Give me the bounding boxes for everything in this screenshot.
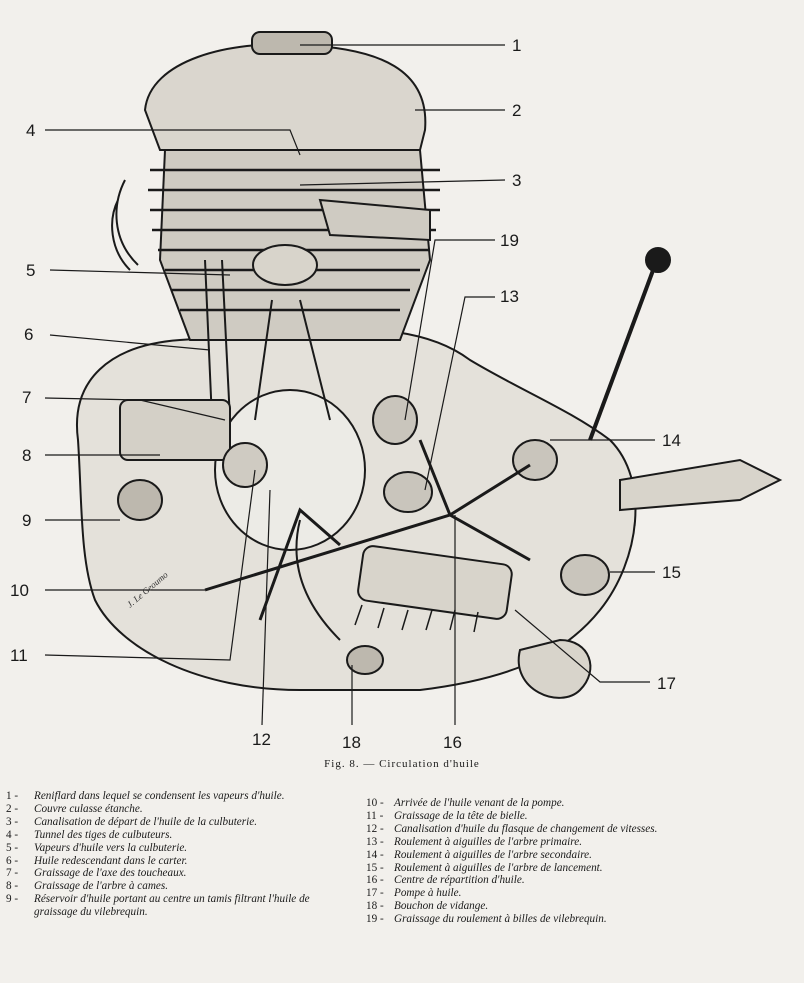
callout-13: 13 <box>500 287 519 306</box>
legend-item: 18 -Bouchon de vidange. <box>366 900 489 913</box>
cylinder-head-cover <box>143 43 427 151</box>
callout-4: 4 <box>26 121 35 140</box>
ball-bearing <box>372 395 418 445</box>
callout-16: 16 <box>443 733 462 750</box>
legend-item: 17 -Pompe à huile. <box>366 887 462 900</box>
gear-pedal <box>619 458 783 512</box>
mounting-lug <box>517 638 592 699</box>
legend-right: 10 -Arrivée de l'huile venant de la pomp… <box>366 797 696 926</box>
callout-10: 10 <box>10 581 29 600</box>
callout-15: 15 <box>662 563 681 582</box>
oil-pipe <box>204 439 531 621</box>
legend-item: 5 -Vapeurs d'huile vers la culbuterie. <box>6 841 188 854</box>
callout-2: 2 <box>512 101 521 120</box>
callout-17: 17 <box>657 674 676 693</box>
main-shaft <box>222 442 268 488</box>
legend-item: 4 -Tunnel des tiges de culbuteurs. <box>6 828 173 841</box>
callout-5: 5 <box>26 261 35 280</box>
flywheel <box>214 389 366 551</box>
legend-item: 14 -Roulement à aiguilles de l'arbre sec… <box>366 848 592 861</box>
legend-item: 15 -Roulement à aiguilles de l'arbre de … <box>366 861 603 874</box>
legend-item: 2 -Couvre culasse étanche. <box>6 802 143 815</box>
legend-item: 12 -Canalisation d'huile du flasque de c… <box>366 822 658 835</box>
needle-bearing-secondary <box>512 439 558 481</box>
legend-item: 3 -Canalisation de départ de l'huile de … <box>6 815 258 828</box>
callout-7: 7 <box>22 388 31 407</box>
figure-caption: Fig. 8. — Circulation d'huile <box>324 758 480 770</box>
callout-11: 11 <box>10 646 28 665</box>
callout-numbers: 1 2 3 4 5 6 7 8 9 10 11 12 13 14 15 16 1… <box>10 36 681 750</box>
callout-1: 1 <box>512 36 521 55</box>
legend-item: 10 -Arrivée de l'huile venant de la pomp… <box>366 797 565 809</box>
kickstart-knob <box>645 247 671 273</box>
callout-12: 12 <box>252 730 271 749</box>
legend-item: 7 -Graissage de l'axe des toucheaux. <box>6 867 187 880</box>
legend-item: 1 -Reniflard dans lequel se condensent l… <box>6 790 285 802</box>
callout-8: 8 <box>22 446 31 465</box>
engine-oil-circulation-diagram: J. Le Geoumo 1 2 3 4 5 6 7 8 9 10 11 12 … <box>10 31 783 750</box>
side-fins <box>111 179 139 271</box>
breather-cap <box>251 31 333 55</box>
tappet-plate <box>119 399 231 461</box>
exhaust-port <box>318 198 431 242</box>
legend-item: 6 -Huile redescendant dans le carter. <box>6 854 188 867</box>
oil-return <box>295 519 341 641</box>
callout-6: 6 <box>24 325 33 344</box>
kickstart-lever <box>588 264 657 441</box>
callout-18: 18 <box>342 733 361 750</box>
callout-14: 14 <box>662 431 681 450</box>
legend-left: 1 -Reniflard dans lequel se condensent l… <box>6 790 336 919</box>
legend-item: 19 -Graissage du roulement à billes de v… <box>366 913 607 926</box>
callout-19: 19 <box>500 231 519 250</box>
connecting-rod <box>254 299 331 421</box>
oil-pump <box>357 545 513 620</box>
legend-item: 11 -Graissage de la tête de bielle. <box>366 809 528 822</box>
leader-lines <box>44 44 655 726</box>
callout-9: 9 <box>22 511 31 530</box>
callout-3: 3 <box>512 171 521 190</box>
camshaft-end <box>117 479 163 521</box>
legend-item: 9 -Réservoir d'huile portant au centre u… <box>6 893 310 919</box>
legend-item: 13 -Roulement à aiguilles de l'arbre pri… <box>366 835 582 848</box>
piston <box>252 244 318 286</box>
oil-flow-arrows <box>354 604 479 633</box>
needle-bearing-primary <box>383 471 433 513</box>
needle-bearing-kickstart <box>560 554 610 596</box>
drain-plug <box>346 645 384 675</box>
legend-item: 8 -Graissage de l'arbre à cames. <box>6 880 169 893</box>
pushrod-tunnel <box>204 259 231 421</box>
legend-item: 16 -Centre de répartition d'huile. <box>366 874 525 887</box>
